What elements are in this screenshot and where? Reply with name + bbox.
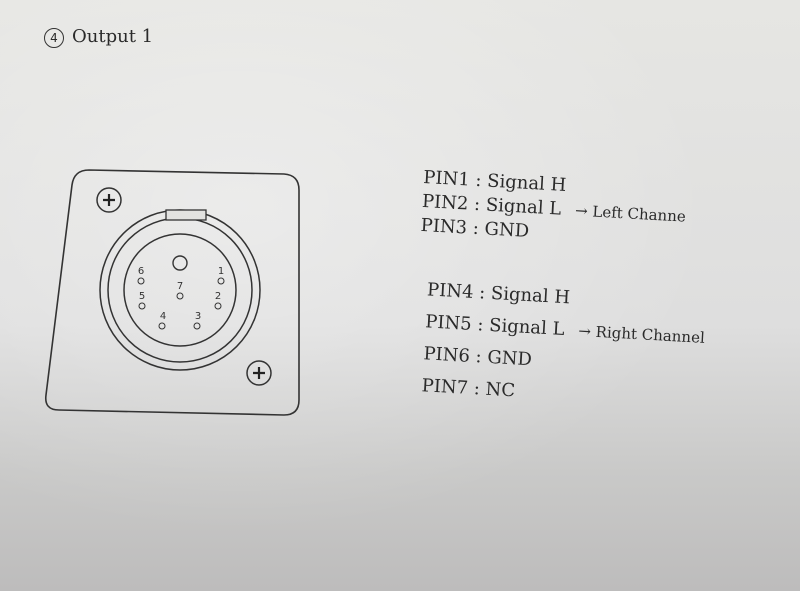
pin-function: Signal L	[488, 314, 566, 341]
pin-label-4: 4	[160, 311, 166, 322]
pin-label-1: 1	[218, 266, 224, 277]
pin-function: GND	[486, 346, 533, 371]
separator: :	[476, 314, 485, 336]
pin-function: GND	[483, 218, 530, 242]
pin-label-7: 7	[177, 281, 183, 292]
pin-name: PIN3	[420, 214, 468, 239]
separator: :	[475, 346, 483, 368]
pin-function: NC	[485, 378, 516, 402]
separator: :	[473, 193, 481, 216]
separator: :	[478, 282, 486, 304]
section-heading: 4 Output 1	[44, 26, 153, 48]
channel-label: → Right Channel	[577, 321, 706, 347]
connector-insert	[123, 233, 237, 347]
pin-name: PIN7	[421, 375, 469, 399]
pin-name: PIN2	[421, 190, 469, 215]
pin-name: PIN5	[424, 311, 473, 335]
channel-label: → Left Channe	[574, 201, 687, 226]
section-title: Output 1	[72, 26, 154, 47]
screw-bottom-right-icon	[246, 360, 272, 386]
separator: :	[473, 378, 481, 400]
pin-label-3: 3	[195, 311, 201, 322]
pin-name: PIN6	[422, 343, 471, 367]
section-number: 4	[44, 28, 64, 48]
latch-hole	[172, 255, 188, 271]
pin-name: PIN1	[422, 166, 471, 191]
pinout-list: PIN1 : Signal H PIN2 : Signal L → Left Ch…	[411, 166, 705, 417]
separator: :	[474, 169, 483, 192]
pin-function: Signal H	[486, 170, 567, 196]
pin-name: PIN4	[426, 279, 475, 303]
connector-diagram: 1 2 3 4 5 6 7	[44, 169, 300, 416]
pin-function: Signal L	[485, 194, 562, 220]
pin-function: Signal H	[490, 282, 571, 309]
separator: :	[472, 217, 480, 240]
pin-label-2: 2	[215, 291, 221, 302]
right-channel-group: PIN4 : Signal H PIN5 : Signal L → Right C…	[421, 274, 708, 417]
pin-label-5: 5	[139, 291, 145, 302]
screw-top-left-icon	[96, 187, 122, 213]
panel-outline	[44, 169, 300, 416]
connector-key	[165, 209, 207, 221]
pin-label-6: 6	[138, 266, 144, 277]
